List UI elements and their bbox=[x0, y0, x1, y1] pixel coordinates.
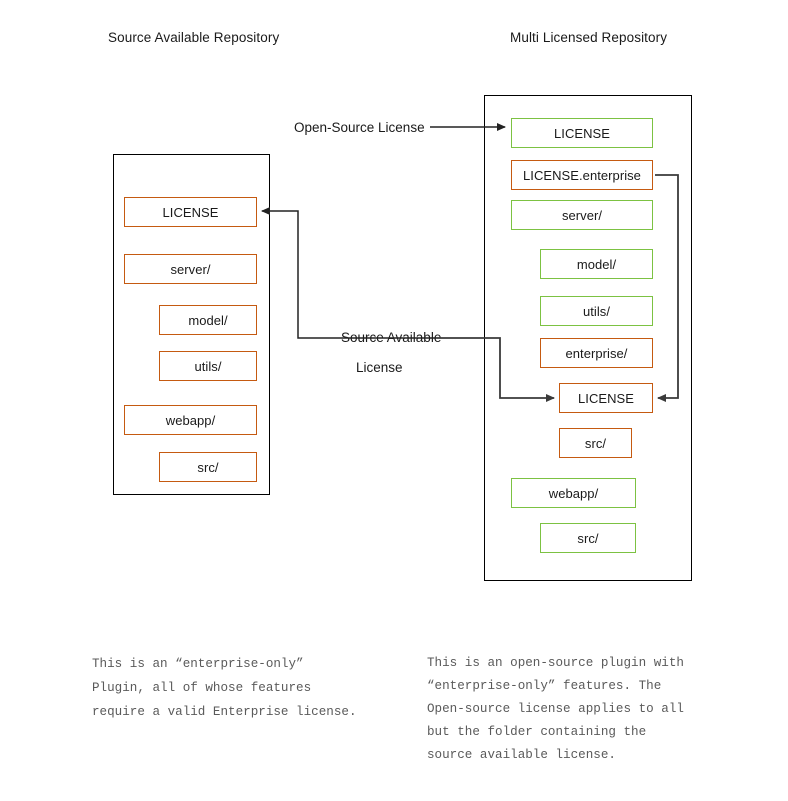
right-node-webapp[interactable]: webapp/ bbox=[511, 478, 636, 508]
node-label: server/ bbox=[561, 207, 603, 223]
node-label: model/ bbox=[188, 312, 228, 328]
node-label: webapp/ bbox=[165, 412, 216, 428]
right-repo-title: Multi Licensed Repository bbox=[510, 30, 668, 45]
node-label: server/ bbox=[170, 261, 211, 277]
right-node-license-enterprise[interactable]: LICENSE.enterprise bbox=[511, 160, 653, 190]
node-label: src/ bbox=[584, 435, 607, 451]
left-node-license[interactable]: LICENSE bbox=[124, 197, 257, 227]
node-label: LICENSE bbox=[578, 390, 634, 406]
left-node-model[interactable]: model/ bbox=[159, 305, 257, 335]
node-label: webapp/ bbox=[548, 485, 599, 501]
right-node-enterprise-license[interactable]: LICENSE bbox=[559, 383, 653, 413]
left-node-webapp[interactable]: webapp/ bbox=[124, 405, 257, 435]
node-label: enterprise/ bbox=[565, 345, 628, 361]
source-available-license-connector-label-line2: License bbox=[356, 360, 403, 375]
node-label: LICENSE bbox=[554, 125, 610, 141]
left-node-src[interactable]: src/ bbox=[159, 452, 257, 482]
left-repo-caption: This is an “enterprise-only” Plugin, all… bbox=[92, 657, 357, 719]
node-label: model/ bbox=[576, 256, 617, 272]
left-node-utils[interactable]: utils/ bbox=[159, 351, 257, 381]
node-label: src/ bbox=[577, 530, 599, 546]
source-available-license-connector-label-line1: Source Available bbox=[341, 330, 442, 345]
right-node-license[interactable]: LICENSE bbox=[511, 118, 653, 148]
node-label: LICENSE.enterprise bbox=[523, 167, 641, 183]
right-node-webapp-src[interactable]: src/ bbox=[540, 523, 636, 553]
right-node-enterprise[interactable]: enterprise/ bbox=[540, 338, 653, 368]
node-label: utils/ bbox=[194, 358, 222, 374]
right-node-utils[interactable]: utils/ bbox=[540, 296, 653, 326]
right-node-model[interactable]: model/ bbox=[540, 249, 653, 279]
left-repo-title: Source Available Repository bbox=[108, 30, 280, 45]
node-label: src/ bbox=[197, 459, 219, 475]
right-node-enterprise-src[interactable]: src/ bbox=[559, 428, 632, 458]
node-label: utils/ bbox=[582, 303, 611, 319]
node-label: LICENSE bbox=[162, 204, 219, 220]
right-node-server[interactable]: server/ bbox=[511, 200, 653, 230]
open-source-license-connector-label: Open-Source License bbox=[294, 120, 425, 135]
arrow-source-available-to-left-license bbox=[261, 207, 437, 339]
right-repo-caption: This is an open-source plugin with “ente… bbox=[427, 656, 684, 762]
left-node-server[interactable]: server/ bbox=[124, 254, 257, 284]
